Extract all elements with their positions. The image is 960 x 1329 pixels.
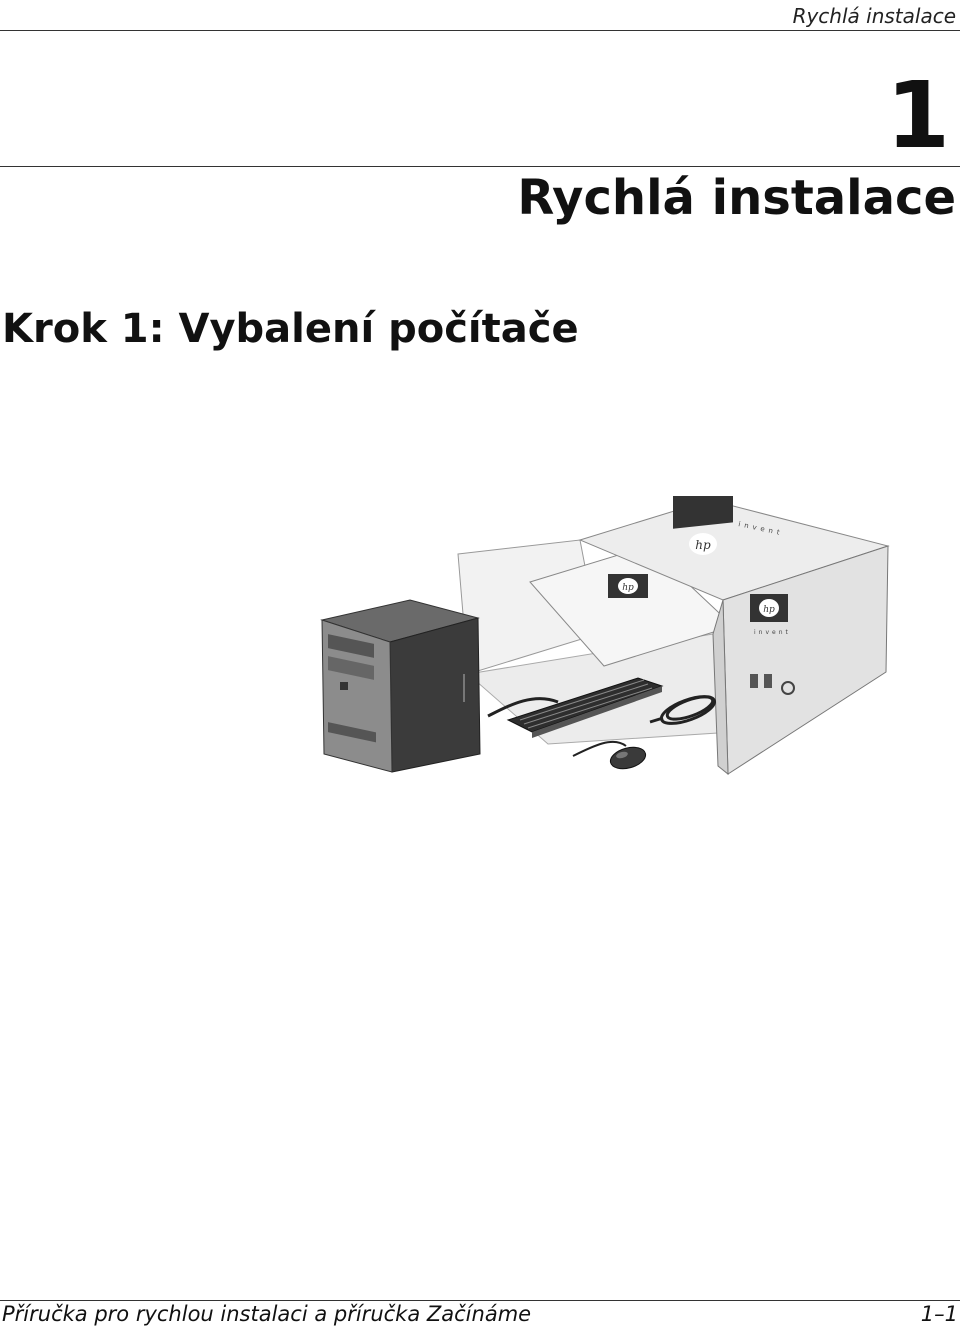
footer-page-number: 1–1 bbox=[920, 1302, 958, 1326]
hp-logo-flap: hp bbox=[608, 574, 648, 598]
mouse bbox=[609, 746, 647, 770]
hp-logo-top: hp bbox=[673, 488, 733, 555]
handling-symbol-1 bbox=[750, 674, 758, 688]
footer-rule bbox=[0, 1300, 960, 1301]
hp-logo-side: hp bbox=[750, 594, 788, 622]
hp-logo-text-side: hp bbox=[763, 605, 775, 615]
chapter-rule bbox=[0, 166, 960, 167]
box-front-edge bbox=[712, 599, 729, 776]
recycle-symbol bbox=[781, 681, 795, 695]
brand-text-side: invent bbox=[754, 629, 791, 636]
computer-tower bbox=[320, 599, 481, 773]
unpacking-illustration: hp hp hp invent invent bbox=[318, 488, 892, 780]
hp-logo-text-top: hp bbox=[695, 538, 711, 552]
handling-symbol-2 bbox=[764, 674, 772, 688]
header-rule bbox=[0, 30, 960, 31]
chapter-title: Rychlá instalace bbox=[517, 170, 956, 226]
chapter-number: 1 bbox=[885, 62, 950, 169]
section-heading: Krok 1: Vybalení počítače bbox=[2, 306, 579, 352]
power-cable-coil bbox=[649, 695, 717, 725]
running-header: Rychlá instalace bbox=[792, 4, 956, 28]
hp-logo-text-flap: hp bbox=[622, 583, 634, 593]
mouse-cable bbox=[572, 740, 627, 757]
keyboard bbox=[506, 677, 664, 738]
footer-book-title: Příručka pro rychlou instalaci a příručk… bbox=[2, 1302, 532, 1326]
power-cord bbox=[487, 697, 559, 718]
